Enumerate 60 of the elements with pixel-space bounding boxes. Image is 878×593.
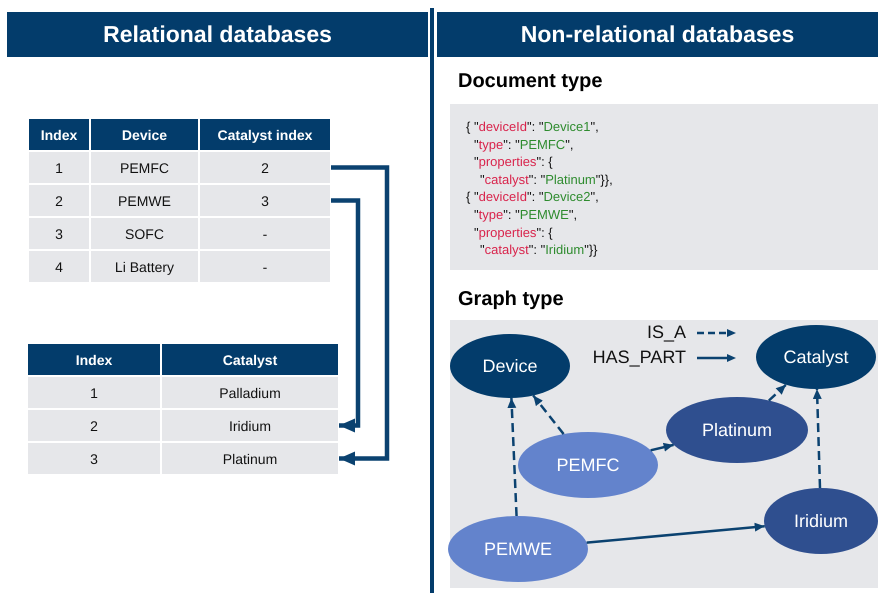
table-header-cell: Index (28, 344, 160, 375)
table-cell: 1 (28, 377, 160, 408)
table-row (28, 410, 338, 441)
table-cell: 3 (200, 185, 330, 216)
table-cell: SOFC (91, 218, 198, 249)
table-cell: Platinum (162, 443, 338, 474)
arrow (812, 388, 822, 488)
table-header-cell: Index (29, 119, 89, 150)
table-row (29, 218, 330, 249)
code-line: { "deviceId": "Device1", (466, 119, 599, 134)
arrow (650, 442, 674, 452)
code-line: "type": "PEMWE", (474, 207, 578, 222)
table-cell: 2 (29, 185, 89, 216)
table-header-row (29, 119, 330, 150)
code-line: "type": "PEMFC", (474, 136, 574, 152)
table-cell: PEMWE (91, 185, 198, 216)
table-cell: Li Battery (91, 251, 198, 282)
arrow (586, 522, 765, 544)
section-heading: Graph type (458, 288, 564, 311)
legend-label: HAS_PART (592, 347, 686, 368)
table-cell: - (200, 251, 330, 282)
table-cell: 4 (29, 251, 89, 282)
table-row (29, 152, 330, 183)
table-cell: Palladium (162, 377, 338, 408)
legend-label: IS_A (646, 322, 686, 343)
table-cell: PEMFC (91, 152, 198, 183)
arrow (331, 165, 390, 466)
graph-node: Iridium (764, 488, 878, 554)
table-header-cell: Device (91, 119, 198, 150)
arrow (532, 394, 565, 435)
graph-node: PEMWE (448, 516, 588, 582)
table-cell: 2 (28, 410, 160, 441)
code-line: "catalyst": "Platinum"}}, (480, 172, 613, 187)
table-cell: 3 (29, 218, 89, 249)
graph-node: PEMFC (518, 432, 658, 498)
table-row (29, 185, 330, 216)
arrow (331, 198, 360, 432)
arrow (507, 398, 518, 516)
table-header-cell: Catalyst (162, 344, 338, 375)
table-cell: Iridium (162, 410, 338, 441)
code-line: "properties": { (474, 224, 553, 240)
graph-node: Device (450, 334, 570, 398)
table-cell: 3 (28, 443, 160, 474)
graph-node: Platinum (666, 397, 808, 463)
table-cell: 2 (200, 152, 330, 183)
code-line: "properties": { (474, 154, 553, 170)
table-cell: - (200, 218, 330, 249)
code-line: "catalyst": "Iridium"}} (480, 242, 598, 258)
section-banner: Relational databases (7, 12, 428, 57)
arrow (768, 384, 787, 402)
table-cell: 1 (29, 152, 89, 183)
code-line: { "deviceId": "Device2", (466, 189, 599, 204)
table-header-row (28, 344, 338, 375)
section-heading: Document type (458, 70, 602, 93)
table-row (28, 443, 338, 474)
table-header-cell: Catalyst index (200, 119, 330, 150)
graph-node: Catalyst (756, 325, 876, 389)
section-banner: Non-relational databases (437, 12, 878, 57)
table-row (29, 251, 330, 282)
table-row (28, 377, 338, 408)
